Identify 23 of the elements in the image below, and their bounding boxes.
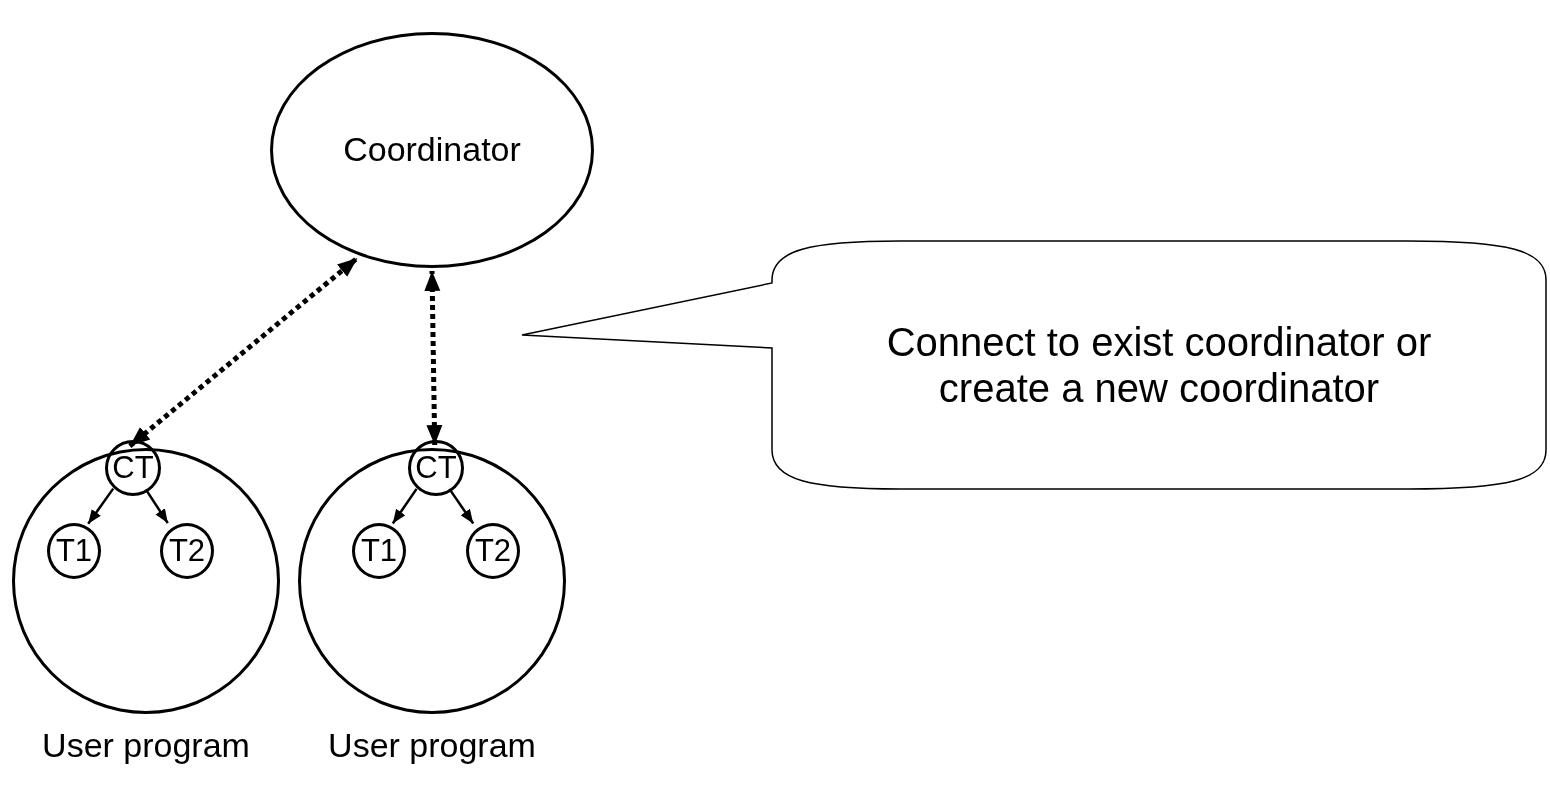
task-label: CT — [415, 450, 457, 486]
arrow — [391, 488, 418, 525]
speech-bubble — [520, 238, 1548, 492]
task-circle — [352, 523, 406, 579]
task-circle — [105, 440, 161, 496]
caption-text: User program — [328, 726, 536, 765]
task-label: T1 — [55, 533, 93, 569]
arrow — [448, 488, 475, 525]
task-label: T2 — [474, 533, 512, 569]
node-label: Coordinator — [343, 130, 521, 170]
task-label: CT — [112, 450, 154, 486]
task-circle — [160, 523, 214, 579]
coordinator-ellipse — [270, 32, 594, 268]
task-circle — [466, 523, 520, 579]
arrow — [87, 487, 115, 525]
task-circle — [47, 523, 101, 579]
dotted-arrow — [128, 255, 360, 448]
callout-text: Connect to exist coordinator or create a new coordinator — [885, 319, 1433, 411]
task-label: T2 — [168, 533, 206, 569]
task-circle — [408, 440, 464, 496]
caption-text: User program — [42, 726, 250, 765]
task-label: T1 — [360, 533, 398, 569]
dotted-arrow — [424, 270, 443, 446]
